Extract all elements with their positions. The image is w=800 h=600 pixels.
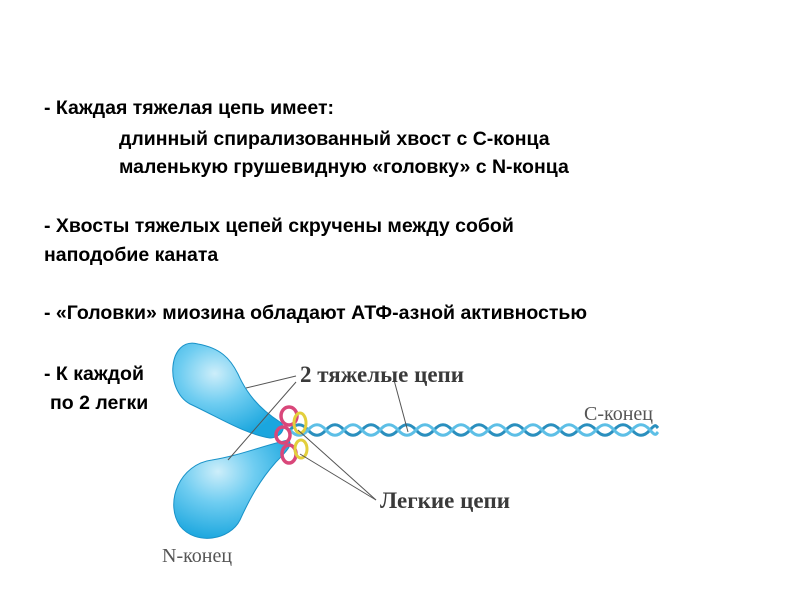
c-end-label: С-конец	[584, 403, 653, 425]
atpase-activity-statement: - «Головки» миозина обладают АТФ-азной а…	[44, 301, 587, 325]
head-description: маленькую грушевидную «головку» с N-конц…	[119, 155, 569, 179]
myosin-diagram: 2 тяжелые цепи С-конец Легкие цепи N-кон…	[150, 330, 710, 580]
n-end-label: N-конец	[162, 545, 232, 567]
tails-twisted-continuation: наподобие каната	[44, 243, 218, 267]
tails-twisted-statement: - Хвосты тяжелых цепей скручены между со…	[44, 214, 514, 238]
myosin-tail	[290, 425, 658, 436]
light-chains-statement-continuation: по 2 легки	[50, 391, 148, 415]
myosin-head-lower	[174, 440, 290, 538]
light-chains-label: Легкие цепи	[380, 488, 510, 513]
heavy-chains-label: 2 тяжелые цепи	[300, 362, 464, 387]
heavy-chain-intro: - Каждая тяжелая цепь имеет:	[44, 96, 334, 120]
tail-description: длинный спирализованный хвост с С-конца	[119, 127, 550, 151]
myosin-head-upper	[173, 343, 284, 438]
light-chains-statement-partial: - К каждой	[44, 362, 144, 386]
myosin-molecule-figure: 2 тяжелые цепи С-конец Легкие цепи N-кон…	[150, 330, 710, 580]
